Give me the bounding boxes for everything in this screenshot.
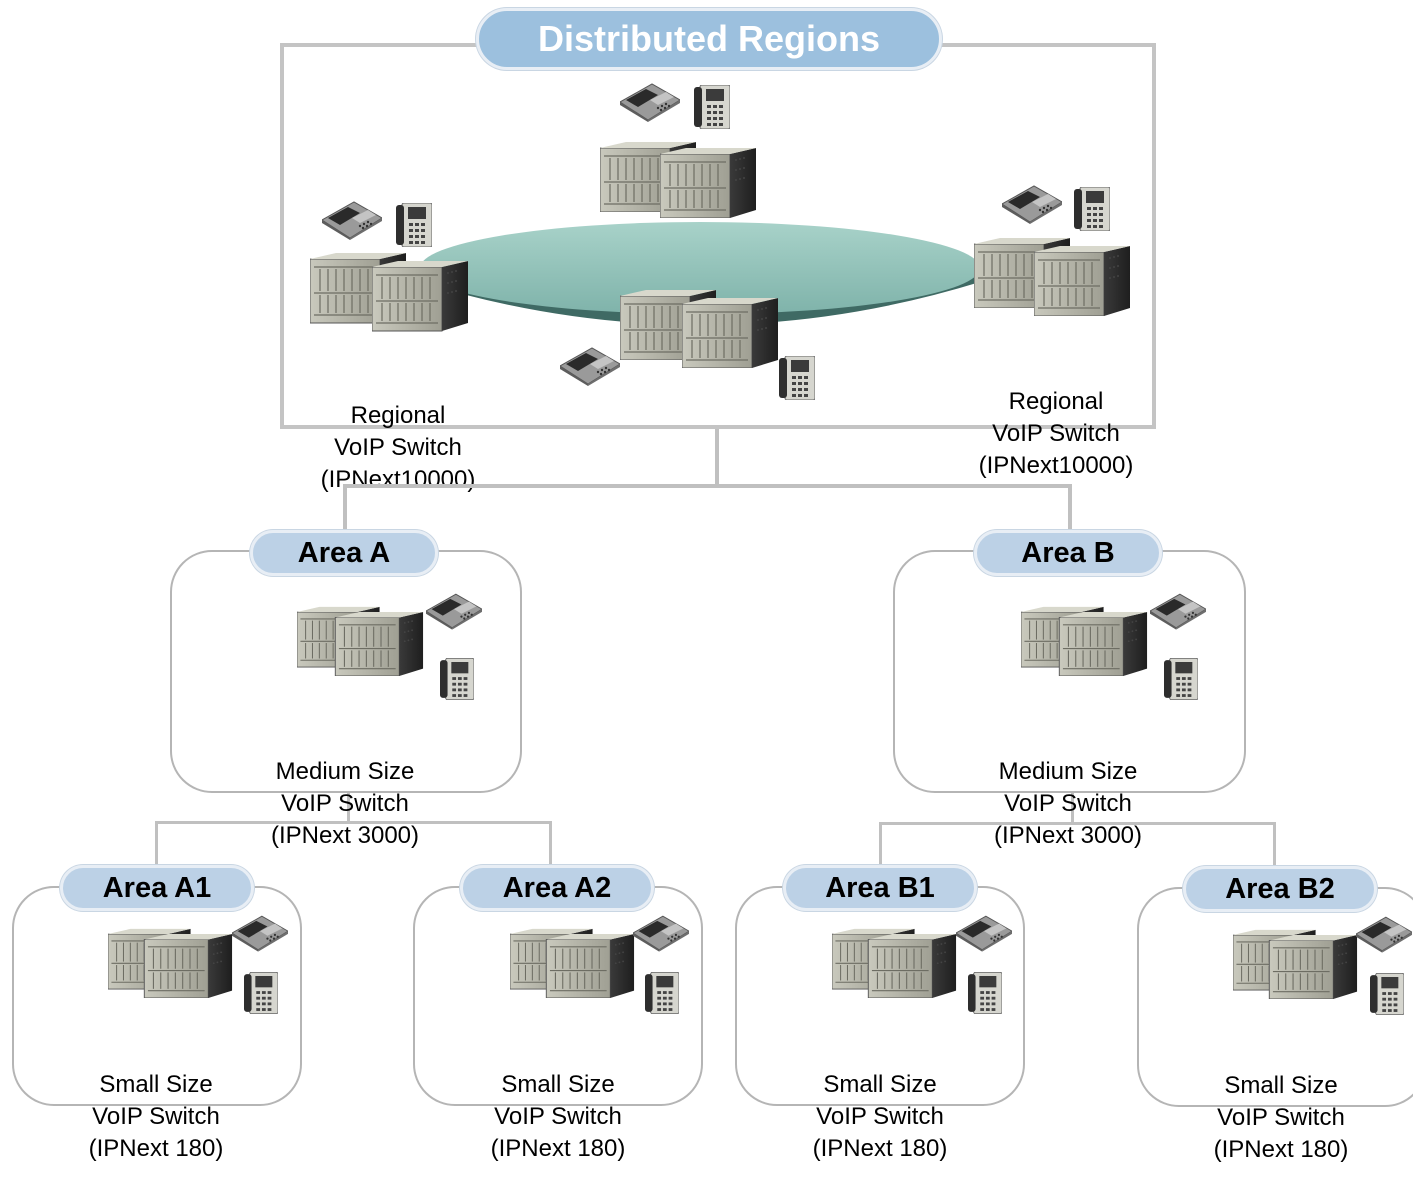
area-b-title: Area B [974, 530, 1162, 576]
connector [1071, 792, 1074, 824]
voip-switch-icon [974, 238, 1131, 316]
network-disk [420, 222, 980, 325]
voip-switch-icon [297, 606, 424, 676]
voip-switch-icon [832, 928, 957, 998]
desk-phone-icon [956, 915, 1012, 952]
desk-phone-icon [322, 201, 382, 240]
regions-title: Distributed Regions [476, 8, 942, 70]
desk-phone-icon [1002, 185, 1062, 224]
connector [1273, 822, 1276, 870]
connector [347, 792, 350, 822]
voip-switch-icon [620, 290, 779, 368]
connector [879, 822, 1276, 825]
connector [1068, 484, 1072, 532]
voip-switch-icon [310, 252, 469, 332]
voip-switch-icon [1021, 606, 1148, 676]
area-a2-title: Area A2 [460, 865, 654, 911]
voip-switch-icon [108, 928, 233, 998]
desk-phone-icon [426, 593, 482, 630]
desk-phone-icon [633, 915, 689, 952]
voip-switch-icon [1233, 929, 1358, 999]
connector [343, 484, 347, 532]
desk-phone-icon [620, 83, 680, 122]
voip-switch-icon [600, 142, 757, 218]
desk-phone-icon [560, 347, 620, 386]
connector [155, 821, 158, 869]
connector [343, 484, 1070, 488]
ip-phone-icon [1074, 187, 1110, 231]
area-a1-title: Area A1 [60, 865, 254, 911]
ip-phone-icon [396, 203, 432, 247]
connector [715, 429, 719, 486]
desk-phone-icon [232, 915, 288, 952]
voip-switch-icon [510, 928, 635, 998]
ip-phone-icon [694, 85, 730, 129]
ip-phone-icon [779, 356, 815, 400]
desk-phone-icon [1356, 916, 1412, 953]
connector [155, 821, 552, 824]
area-a-title: Area A [250, 530, 438, 576]
area-b1-title: Area B1 [783, 865, 977, 911]
area-b2-title: Area B2 [1183, 866, 1377, 912]
connector [879, 822, 882, 868]
desk-phone-icon [1150, 593, 1206, 630]
connector [549, 821, 552, 869]
